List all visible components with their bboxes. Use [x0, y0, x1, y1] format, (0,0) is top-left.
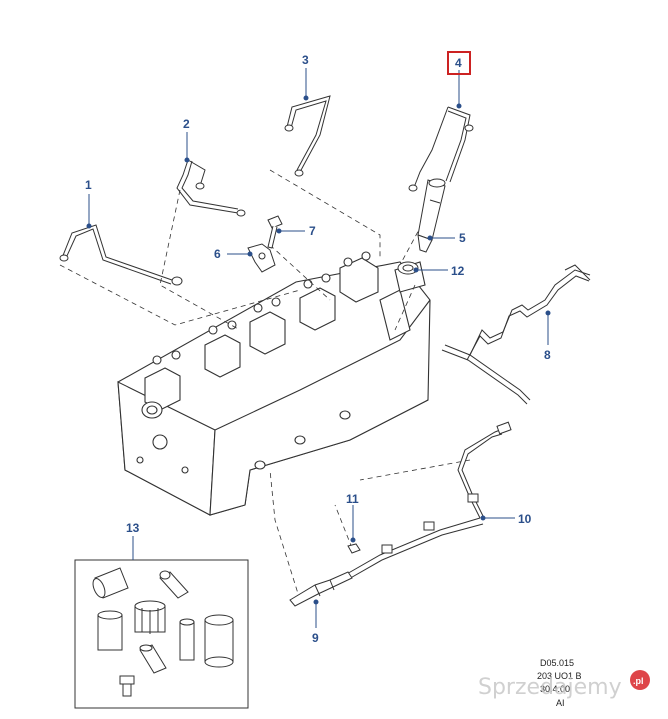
- watermark: Sprzedajemy .pl: [478, 670, 650, 700]
- cylinder-head: [117, 251, 431, 516]
- part-5-injector: [417, 178, 446, 253]
- watermark-suffix: .pl: [633, 676, 644, 686]
- callout-3: 3: [302, 53, 309, 67]
- callout-7: 7: [309, 224, 316, 238]
- reference-line-3: 30.4.00: [540, 684, 570, 694]
- part-8-return-pipe: [441, 264, 591, 405]
- callout-6: 6: [214, 247, 221, 261]
- callout-2: 2: [183, 117, 190, 131]
- part-4-injector-pipe: [408, 106, 474, 192]
- reference-line-2: 203 UO1 B: [537, 671, 582, 681]
- part-10-glow-plug-harness: [344, 421, 512, 581]
- callout-leaders: [86, 68, 551, 628]
- reference-line-1: D05.015: [540, 658, 574, 668]
- part-12-sealing-washer: [397, 261, 419, 275]
- watermark-badge-icon: [630, 670, 650, 690]
- part-7-bolt: [267, 215, 283, 249]
- callout-5: 5: [459, 231, 466, 245]
- watermark-text: Sprzedajemy: [478, 675, 622, 700]
- part-2-injector-pipe: [176, 159, 246, 217]
- part-1-injector-pipe: [59, 224, 183, 286]
- part-11-nut: [347, 515, 361, 554]
- part-13-kit-box: [74, 559, 249, 709]
- callout-4: 4: [455, 56, 462, 70]
- callout-11: 11: [346, 492, 359, 506]
- callout-9: 9: [312, 631, 319, 645]
- reference-line-4: AI: [556, 698, 565, 708]
- callout-13: 13: [126, 521, 140, 535]
- callout-1: 1: [85, 178, 92, 192]
- reference-code: D05.015 203 UO1 B 30.4.00 AI: [537, 658, 582, 708]
- callout-labels: 1 2 3 4 5 6 7 8 9 10 11 12 13: [85, 53, 551, 645]
- callout-8: 8: [544, 348, 551, 362]
- callout-10: 10: [518, 512, 532, 526]
- highlight-box: [447, 51, 471, 75]
- part-3-injector-pipe: [284, 95, 331, 177]
- callout-12: 12: [451, 264, 465, 278]
- part-9-glow-plug: [289, 571, 353, 607]
- part-6-bracket: [247, 243, 276, 273]
